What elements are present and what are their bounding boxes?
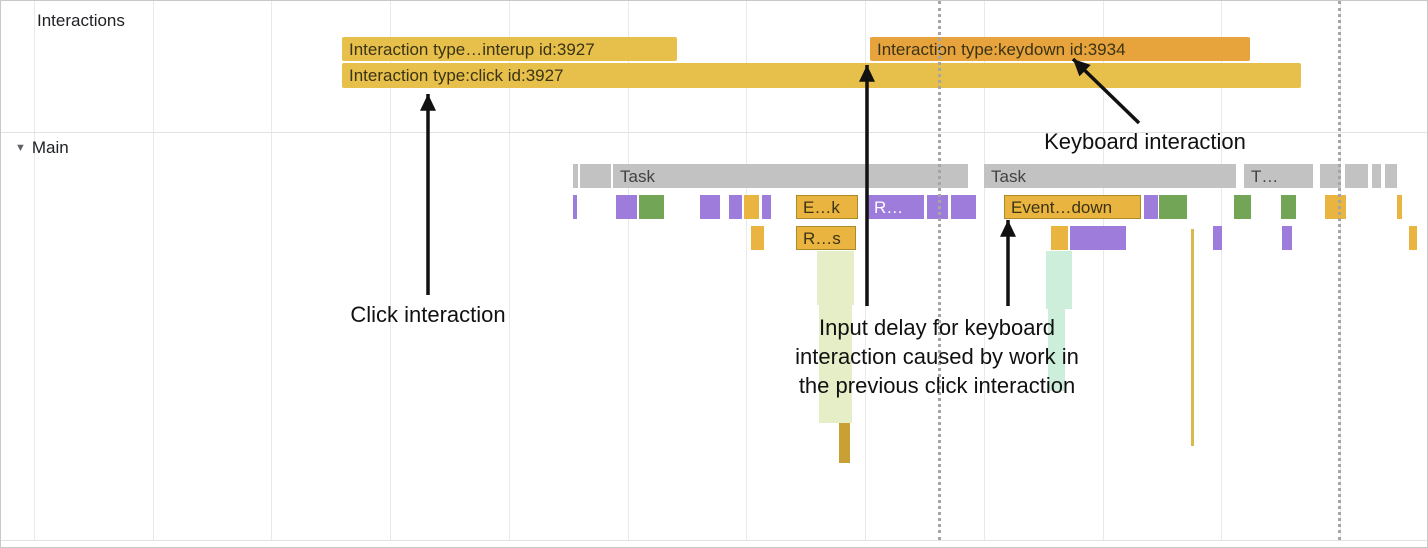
flame-bar-painting[interactable] [639,195,664,219]
gridline [153,1,154,540]
flame-bar-rendering[interactable] [1070,226,1126,250]
task-bar[interactable] [1345,164,1368,188]
flame-bar-rendering[interactable] [729,195,742,219]
flame-column-deep[interactable] [839,423,850,463]
flame-bar-script[interactable] [1397,195,1402,219]
time-guide-line [1338,1,1341,540]
flame-bar-script[interactable] [1409,226,1417,250]
gridline [390,1,391,540]
task-bar[interactable] [573,164,578,188]
track-separator [1,132,1427,133]
task-bar[interactable]: Task [984,164,1236,188]
flame-bar-script[interactable]: Event…down [1004,195,1141,219]
flame-bar-rendering[interactable] [951,195,976,219]
flame-column-deep[interactable] [1191,229,1194,446]
task-bar[interactable] [1385,164,1397,188]
disclosure-triangle-icon: ▼ [15,142,26,154]
flame-bar-script[interactable] [1051,226,1068,250]
time-guide-line [938,1,941,540]
flame-bar-script[interactable] [744,195,759,219]
gridline [628,1,629,540]
flame-bar-script[interactable] [751,226,764,250]
flame-bar-script[interactable]: E…k [796,195,858,219]
gridline [271,1,272,540]
gridline [984,1,985,540]
flame-bar-rendering[interactable] [762,195,771,219]
flame-column-deep[interactable] [817,251,854,305]
annotation-click-interaction: Click interaction [350,302,506,327]
flame-bar-rendering[interactable] [573,195,577,219]
flame-bar-rendering[interactable] [700,195,720,219]
flame-column-deep[interactable] [1048,309,1065,391]
gridline [1103,1,1104,540]
flame-bar-rendering[interactable]: R… [867,195,924,219]
task-bar[interactable]: T… [1244,164,1313,188]
interactions-track-label: Interactions [37,11,125,30]
interaction-bar-keydown[interactable]: Interaction type:keydown id:3934 [870,37,1250,61]
flame-bar-rendering[interactable] [1282,226,1292,250]
flame-bar-script[interactable] [1325,195,1346,219]
task-bar[interactable] [580,164,611,188]
interaction-bar-click[interactable]: Interaction type:click id:3927 [342,63,1301,88]
flame-bar-rendering[interactable] [616,195,637,219]
flame-bar-rendering[interactable] [1144,195,1158,219]
main-track-label: Main [31,138,69,157]
flame-bar-painting[interactable] [1159,195,1187,219]
gridline [509,1,510,540]
task-bar[interactable] [1320,164,1341,188]
flame-bar-painting[interactable] [1281,195,1296,219]
flame-column-deep[interactable] [819,305,852,423]
track-separator [1,540,1427,541]
flame-column-deep[interactable] [1046,251,1072,309]
interaction-bar-pointerup[interactable]: Interaction type…interup id:3927 [342,37,677,61]
main-track-header[interactable]: ▼ Main [15,138,69,158]
annotation-keyboard-interaction: Keyboard interaction [1044,129,1246,154]
gridline [746,1,747,540]
task-bar[interactable]: Task [613,164,968,188]
flame-bar-painting[interactable] [1234,195,1251,219]
flame-bar-rendering[interactable] [1213,226,1222,250]
gridline [1221,1,1222,540]
flame-bar-script[interactable]: R…s [796,226,856,250]
gridline [34,1,35,540]
task-bar[interactable] [1372,164,1381,188]
flame-bar-rendering[interactable] [927,195,948,219]
